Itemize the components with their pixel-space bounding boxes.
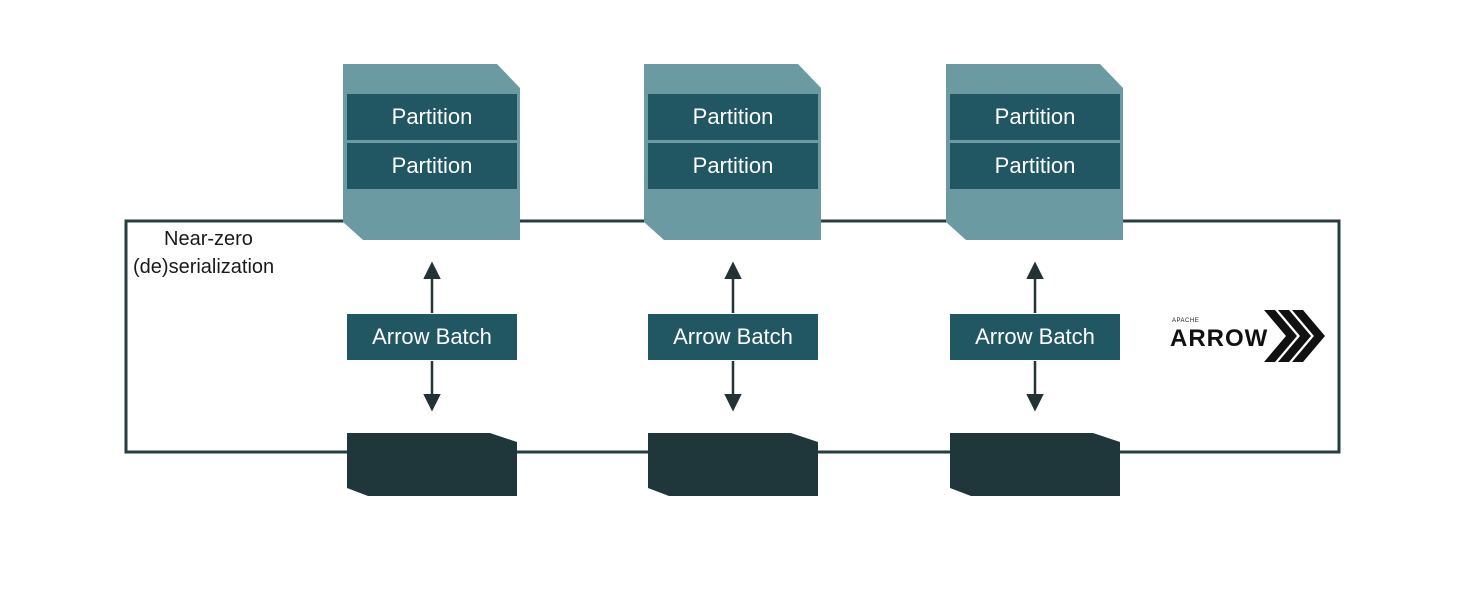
arrow-batch-block — [950, 314, 1120, 360]
partition-block — [648, 94, 818, 140]
apache-arrow-logo: APACHE ARROW — [1170, 310, 1325, 362]
partition-label: Partition — [392, 104, 473, 129]
arrow-batch-label: Arrow Batch — [975, 324, 1095, 349]
partition-block — [950, 143, 1120, 189]
process-block — [347, 433, 517, 496]
logo-small-text: APACHE — [1172, 318, 1199, 324]
process-block — [950, 433, 1120, 496]
partition-block — [648, 143, 818, 189]
column-3: Partition Partition Arrow Batch — [946, 64, 1123, 496]
arrow-batch-block — [347, 314, 517, 360]
note-line-2: (de)serialization — [133, 256, 274, 278]
partition-label: Partition — [995, 104, 1076, 129]
arrow-batch-block — [648, 314, 818, 360]
chevrons-icon — [1264, 310, 1325, 362]
column-1: Partition Partition Arrow Batch — [343, 64, 520, 496]
partition-block — [347, 94, 517, 140]
partition-label: Partition — [995, 153, 1076, 178]
partition-label: Partition — [392, 153, 473, 178]
column-2: Partition Partition Arrow Batch — [644, 64, 821, 496]
partition-label: Partition — [693, 153, 774, 178]
process-block — [648, 433, 818, 496]
partition-block — [950, 94, 1120, 140]
partition-label: Partition — [693, 104, 774, 129]
logo-big-text: ARROW — [1170, 325, 1268, 352]
note-line-1: Near-zero — [164, 228, 253, 250]
arrow-batch-label: Arrow Batch — [372, 324, 492, 349]
arrow-batch-label: Arrow Batch — [673, 324, 793, 349]
partition-block — [347, 143, 517, 189]
